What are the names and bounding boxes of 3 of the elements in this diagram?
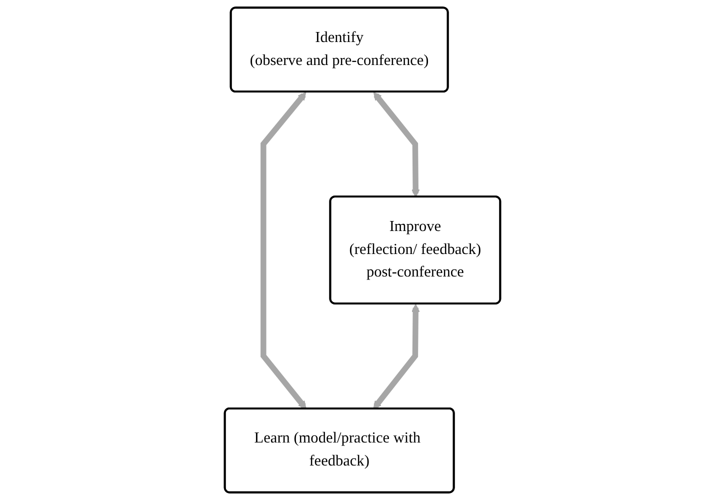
arrow	[260, 92, 306, 410]
arrow	[373, 92, 420, 198]
arrow	[373, 304, 420, 410]
